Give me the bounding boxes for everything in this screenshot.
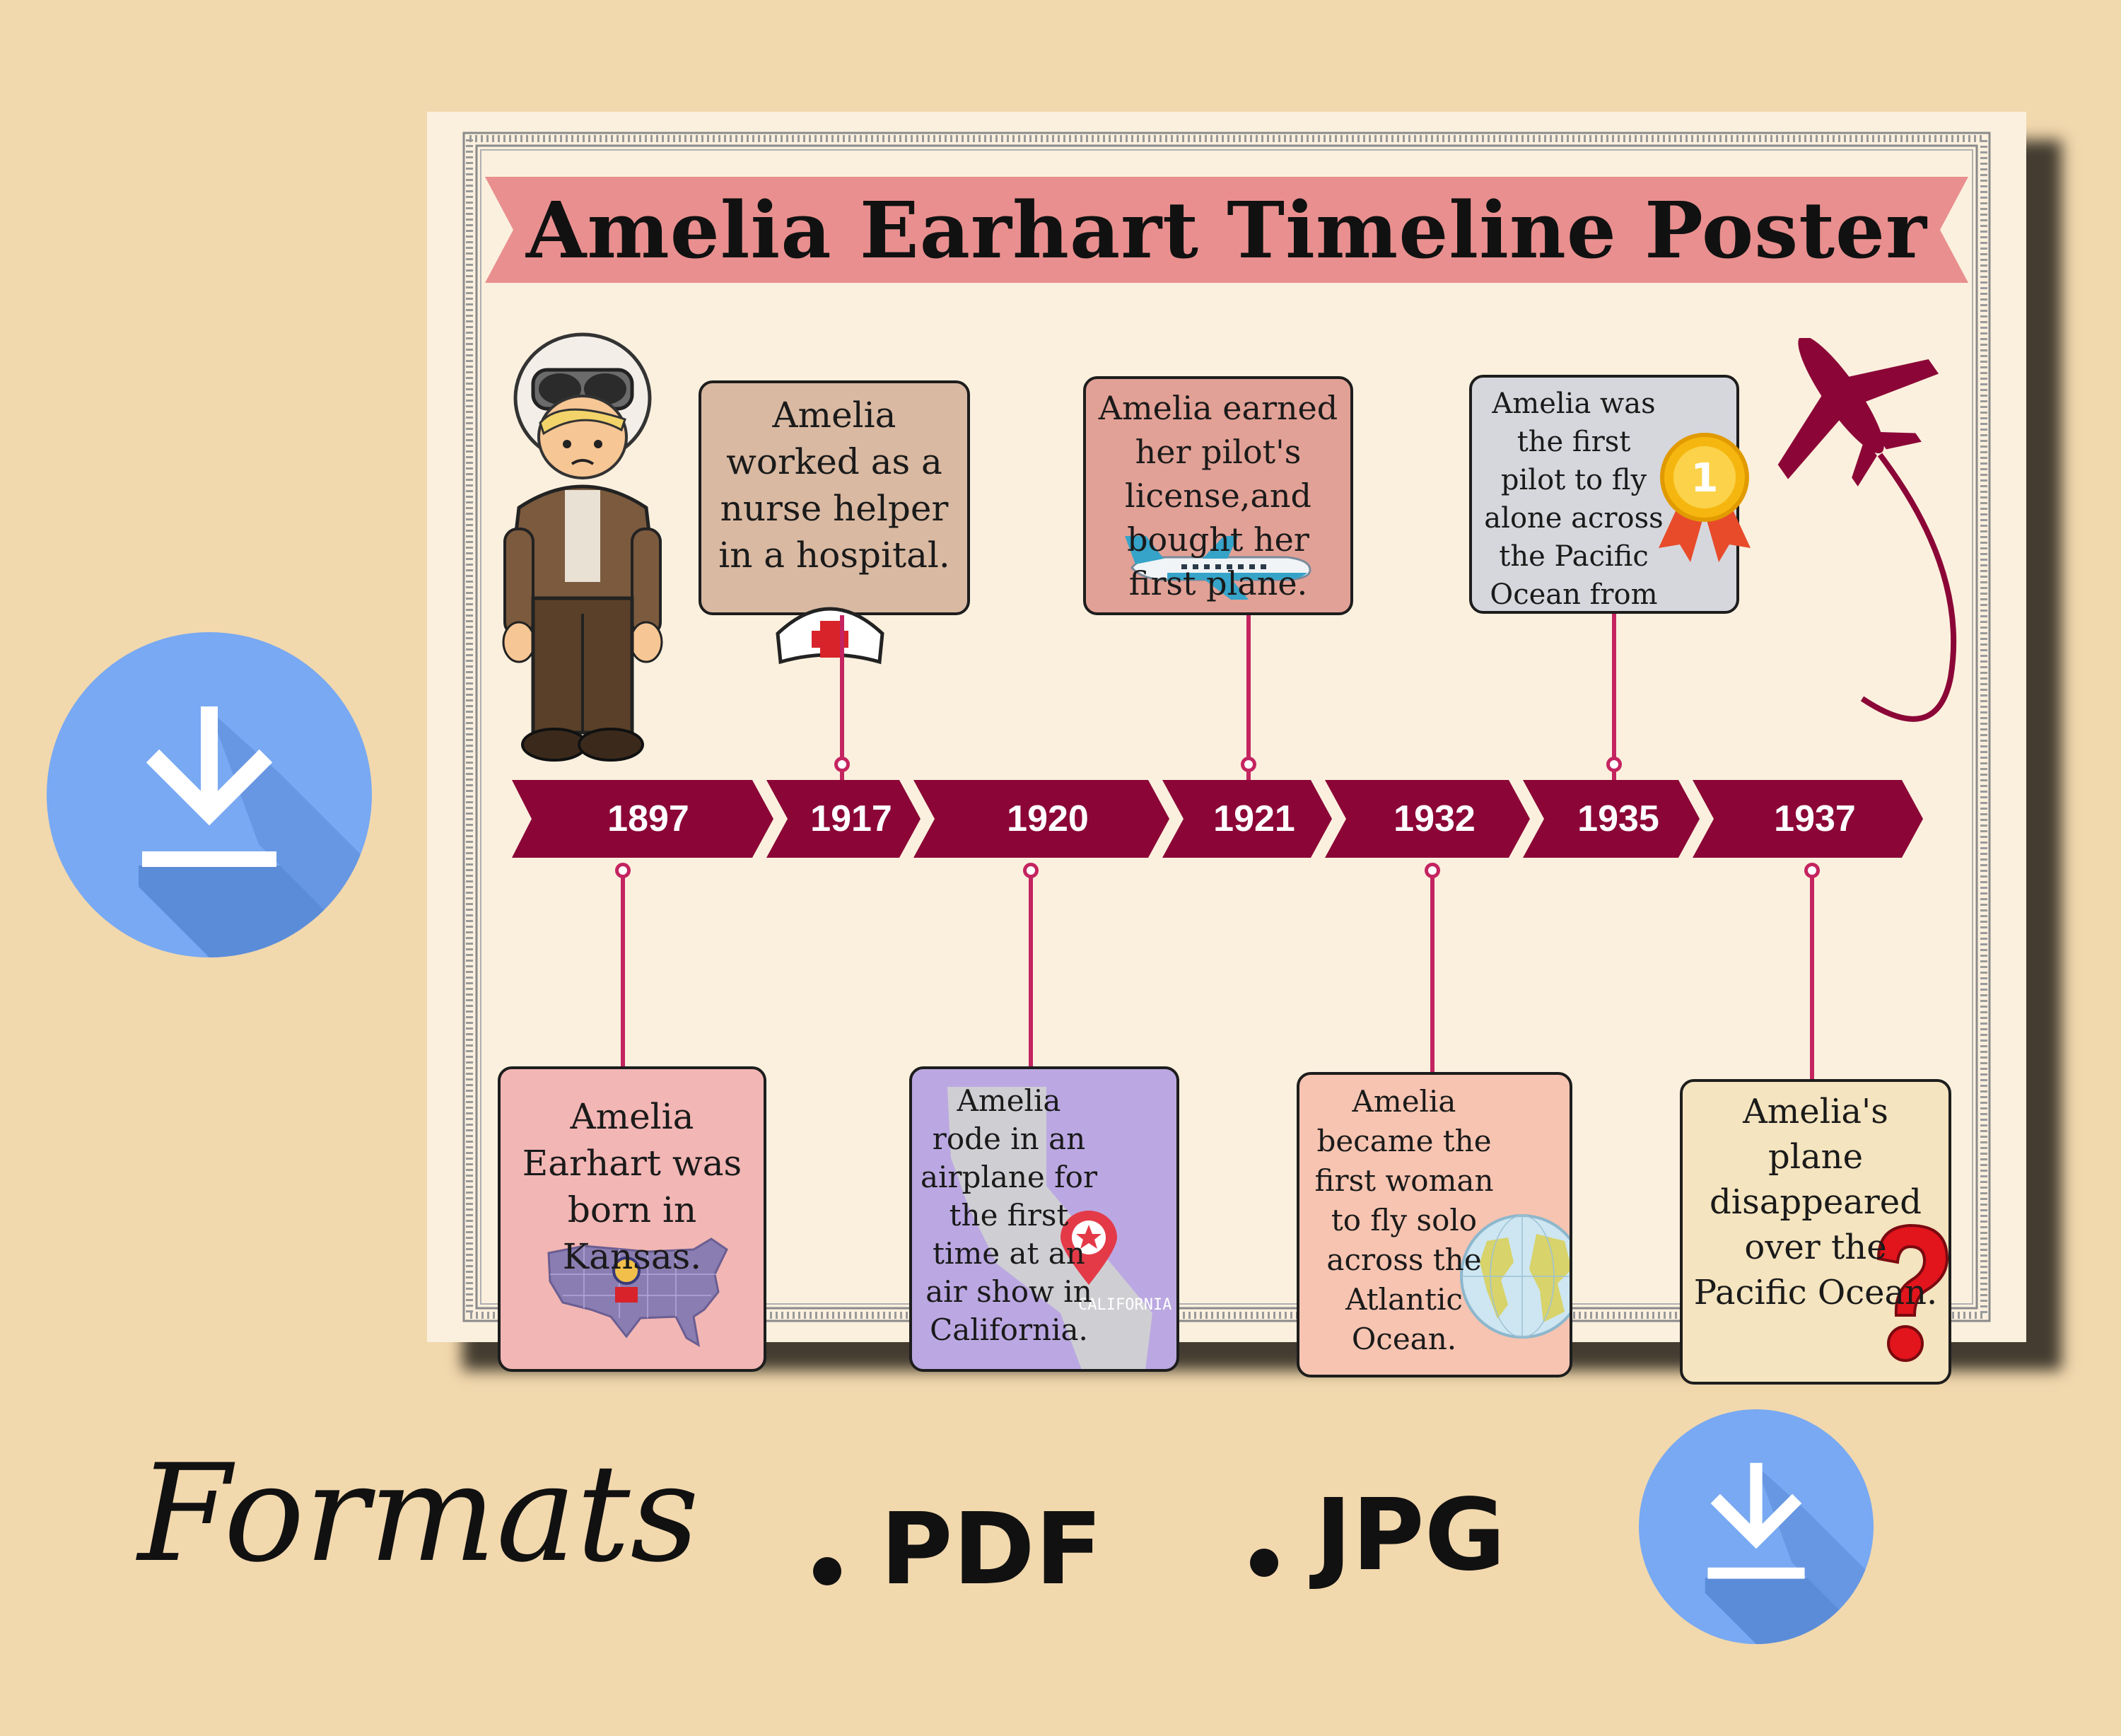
- connector-dot-1917: [834, 757, 850, 772]
- nurse-cap-icon: [776, 607, 884, 665]
- year-1920: 1920: [1007, 798, 1089, 839]
- year-1932: 1932: [1393, 798, 1476, 839]
- year-1921: 1921: [1213, 798, 1295, 839]
- decorative-border: [462, 132, 1991, 1322]
- event-card-1935: Amelia was the first pilot to fly alone …: [1469, 375, 1739, 614]
- connector-1935: [1612, 614, 1616, 795]
- poster-title: Amelia Earhart Timeline Poster: [526, 184, 1927, 276]
- location-pin-icon: [1060, 1211, 1117, 1285]
- globe-icon: [1460, 1214, 1570, 1339]
- connector-dot-1921: [1241, 757, 1256, 772]
- format-pdf: PDF: [880, 1492, 1103, 1607]
- event-card-1932: Amelia became the first woman to fly sol…: [1297, 1072, 1572, 1377]
- map-label: CALIFORNIA: [1078, 1296, 1171, 1314]
- event-card-1917: Amelia worked as a nurse helper in a hos…: [699, 380, 970, 615]
- year-1935: 1935: [1577, 798, 1659, 839]
- connector-1897: [621, 875, 625, 1066]
- california-map-icon: CALIFORNIA: [947, 1087, 1171, 1369]
- download-icon[interactable]: [1639, 1409, 1874, 1644]
- timeline-bar: [512, 780, 1923, 858]
- connector-1932: [1430, 875, 1435, 1073]
- year-1897: 1897: [607, 798, 689, 839]
- question-mark-icon: [1876, 1223, 1948, 1362]
- download-icon[interactable]: [47, 632, 372, 957]
- medal-number: 1: [1691, 455, 1719, 501]
- year-1937: 1937: [1774, 798, 1856, 839]
- connector-dot-1935: [1606, 757, 1622, 772]
- year-1917: 1917: [810, 798, 892, 839]
- connector-1937: [1810, 875, 1814, 1080]
- timeline-poster: Amelia Earhart Timeline Poster Amelia wo…: [427, 112, 2026, 1385]
- gold-medal-icon: 1: [1659, 433, 1751, 562]
- title-banner: [485, 177, 1968, 283]
- event-card-1897: Amelia Earhart was born in Kansas.: [498, 1066, 766, 1372]
- bullet-jpg: [1250, 1549, 1278, 1577]
- bullet-pdf: [813, 1557, 841, 1585]
- aviator-character-icon: [502, 332, 663, 762]
- usa-map-icon: [547, 1237, 728, 1347]
- airplane-icon: [1125, 536, 1311, 600]
- connector-1921: [1246, 615, 1251, 795]
- formats-label: Formats: [138, 1435, 699, 1592]
- format-jpg: JPG: [1315, 1478, 1506, 1593]
- connector-1920: [1029, 875, 1033, 1068]
- event-card-1920: CALIFORNIA Amelia rode in an airplane fo…: [909, 1066, 1179, 1372]
- connector-1917: [840, 615, 844, 795]
- flying-plane-icon: [1777, 338, 1957, 722]
- event-card-1921: Amelia earned her pilot's license,and bo…: [1083, 376, 1353, 615]
- event-card-1937: Amelia's plane disappeared over the Paci…: [1680, 1079, 1951, 1385]
